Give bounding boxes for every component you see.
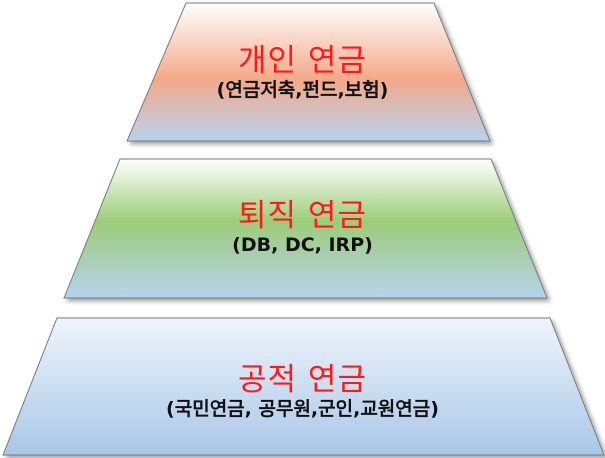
tier-public-pension-shape [2, 317, 605, 456]
tier-personal-pension-shape [126, 2, 491, 142]
tier-retirement-pension-shape [63, 158, 548, 299]
